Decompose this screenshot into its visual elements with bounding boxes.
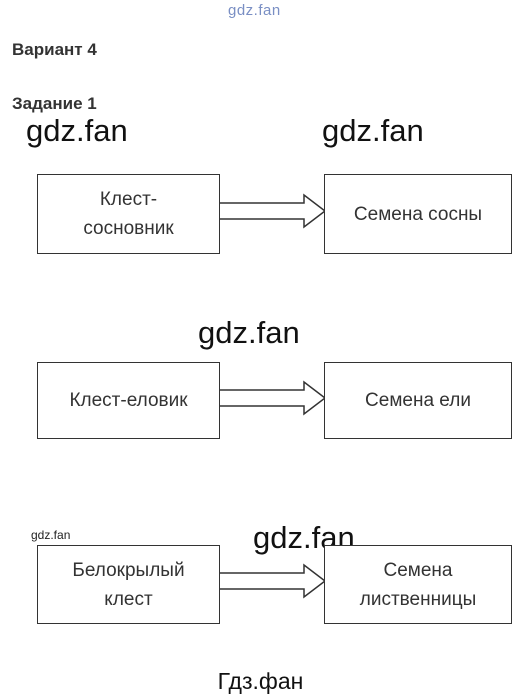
watermark-text: gdz.fan [198, 315, 300, 350]
watermark-footer: Гдз.фан [217, 668, 304, 694]
task-heading: Задание 1 [12, 94, 97, 113]
diagram-box-label: Семена лиственницы [359, 559, 477, 610]
diagram-arrow [220, 563, 327, 599]
diagram-box-food: Семена сосны [324, 174, 512, 254]
watermark-text: gdz.fan [322, 113, 424, 148]
watermark-text: gdz.fan [31, 528, 71, 542]
watermark-top: gdz.fan [228, 2, 281, 19]
diagram-box-bird: Белокрылый клест [37, 545, 220, 624]
diagram-box-food: Семена лиственницы [324, 545, 512, 624]
diagram-box-bird: Клест-еловик [37, 362, 220, 439]
variant-heading: Вариант 4 [12, 40, 97, 59]
diagram-arrow [220, 380, 327, 416]
diagram-box-label: Клест-сосновник [83, 189, 174, 239]
diagram-box-label: Клест-еловик [69, 390, 188, 411]
diagram-box-bird: Клест-сосновник [37, 174, 220, 254]
diagram-box-food: Семена ели [324, 362, 512, 439]
diagram-arrow [220, 193, 327, 229]
diagram-box-label: Семена сосны [353, 203, 483, 225]
diagram-box-label: Белокрылый клест [72, 559, 185, 610]
watermark-text: gdz.fan [26, 113, 128, 148]
diagram-box-label: Семена ели [365, 390, 471, 411]
